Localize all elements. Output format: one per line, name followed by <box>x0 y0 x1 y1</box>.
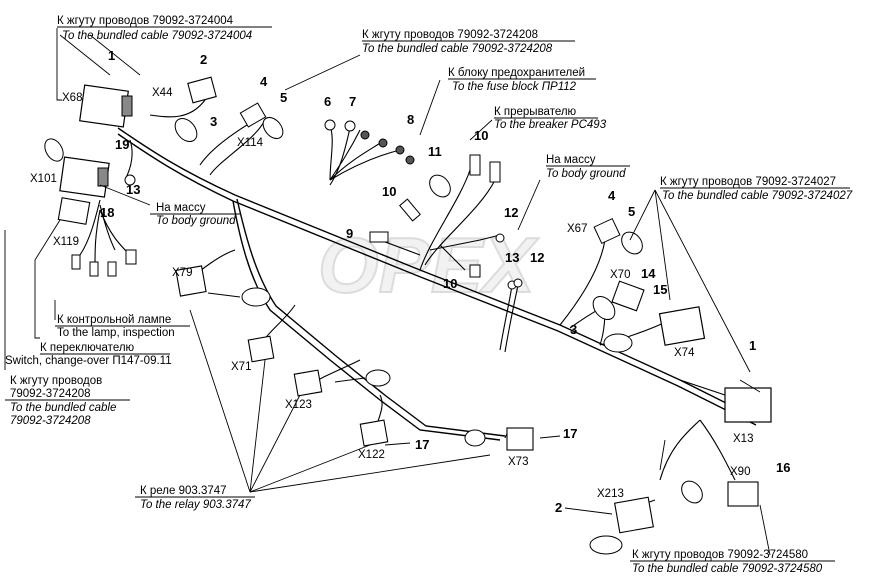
connector-x44: X44 <box>152 87 173 99</box>
pos-3-top: 3 <box>210 114 217 129</box>
callouts: К жгуту проводов 79092-3724004 To the bu… <box>5 15 853 575</box>
pos-4-top: 4 <box>260 74 268 89</box>
callout-top-center-en: To the bundled cable 79092-3724208 <box>362 43 553 55</box>
callout-208-left-en1: To the bundled cable <box>10 402 116 414</box>
pos-4-right: 4 <box>608 188 616 203</box>
pos-16: 16 <box>776 460 790 475</box>
connector-x71: X71 <box>231 361 251 373</box>
callout-cable-027-en: To the bundled cable 79092-3724027 <box>662 190 853 202</box>
leader-lines <box>4 28 771 556</box>
callout-208-left-ru2: 79092-3724208 <box>10 388 91 400</box>
callout-cable-580-ru: К жгуту проводов 79092-3724580 <box>632 549 808 561</box>
connector-x122: X122 <box>358 449 385 461</box>
callout-breaker-en: To the breaker РС493 <box>494 119 607 131</box>
callout-lamp-en: To the lamp, inspection <box>57 327 175 339</box>
pos-8: 8 <box>407 112 414 127</box>
connector-x67: X67 <box>567 223 587 235</box>
pos-2-right: 2 <box>555 500 562 515</box>
callout-cable-580-en: To the bundled cable 79092-3724580 <box>632 563 823 575</box>
callout-relay-en: To the relay 903.3747 <box>140 499 251 511</box>
pos-5-right: 5 <box>628 204 635 219</box>
callout-fuse-en: To the fuse block ПР112 <box>452 81 577 93</box>
pos-14: 14 <box>641 266 656 281</box>
pos-7: 7 <box>349 94 356 109</box>
position-numbers: 1 2 3 4 5 6 7 8 10 11 10 12 9 13 12 10 1… <box>100 48 790 515</box>
callout-cable-027-ru: К жгуту проводов 79092-3724027 <box>660 176 836 188</box>
connector-x101: X101 <box>30 173 57 185</box>
pos-12-a: 12 <box>504 205 518 220</box>
connector-x123: X123 <box>285 399 312 411</box>
pos-1-top: 1 <box>108 48 115 63</box>
connector-x13: X13 <box>733 433 753 445</box>
pos-3-right: 3 <box>570 322 577 337</box>
callout-fuse-ru: К блоку предохранителей <box>448 67 585 79</box>
pos-18: 18 <box>100 205 114 220</box>
callout-208-left-ru1: К жгуту проводов <box>10 375 102 387</box>
pos-6: 6 <box>324 94 331 109</box>
connector-x70: X70 <box>610 269 630 281</box>
pos-15: 15 <box>653 282 667 297</box>
pos-10-a: 10 <box>474 128 488 143</box>
connector-x119: X119 <box>53 236 79 248</box>
callout-top-left-en: To the bundled cable 79092-3724004 <box>62 30 252 42</box>
connector-bodies <box>57 76 772 534</box>
connector-x74: X74 <box>674 347 695 359</box>
pos-9: 9 <box>346 226 353 241</box>
connector-x73: X73 <box>508 456 528 468</box>
callout-breaker-ru: К прерывателю <box>494 106 577 118</box>
callout-ground-mid-en: To body ground <box>546 168 626 180</box>
callout-ground-left-ru: На массу <box>156 202 206 214</box>
callout-lamp-ru: К контрольной лампе <box>57 314 171 326</box>
pos-19: 19 <box>115 137 129 152</box>
callout-top-left-ru: К жгуту проводов 79092-3724004 <box>57 15 234 27</box>
connector-labels: X68 X44 X114 X101 X119 X79 X71 X123 X122… <box>30 87 753 500</box>
connector-x114: X114 <box>237 137 264 149</box>
connector-x79: X79 <box>172 267 192 279</box>
pos-13-b: 13 <box>126 182 140 197</box>
connector-x213: X213 <box>597 488 624 500</box>
callout-ground-left-en: To body ground <box>156 215 236 227</box>
pos-13-a: 13 <box>505 250 519 265</box>
pos-17-b: 17 <box>563 426 577 441</box>
pos-12-b: 12 <box>530 250 544 265</box>
connector-x90: X90 <box>730 466 750 478</box>
callout-top-center-ru: К жгуту проводов 79092-3724208 <box>362 29 538 41</box>
callout-relay-ru: К реле 903.3747 <box>140 485 227 497</box>
pos-17-a: 17 <box>415 437 429 452</box>
pos-2-top: 2 <box>200 52 207 67</box>
pos-11: 11 <box>428 144 442 159</box>
terminals <box>71 119 523 290</box>
callout-ground-mid-ru: На массу <box>546 154 596 166</box>
callout-switch-ru: К переключателю <box>40 342 135 354</box>
pos-5-top: 5 <box>280 90 287 105</box>
detail-ovals <box>44 116 703 555</box>
pos-10-c: 10 <box>443 276 457 291</box>
callout-switch-en: Switch, change-over П147-09.11 <box>5 355 172 367</box>
pos-10-b: 10 <box>382 184 396 199</box>
connector-x68: X68 <box>62 92 82 104</box>
pos-1-right: 1 <box>749 338 756 353</box>
callout-208-left-en2: 79092-3724208 <box>10 415 91 427</box>
